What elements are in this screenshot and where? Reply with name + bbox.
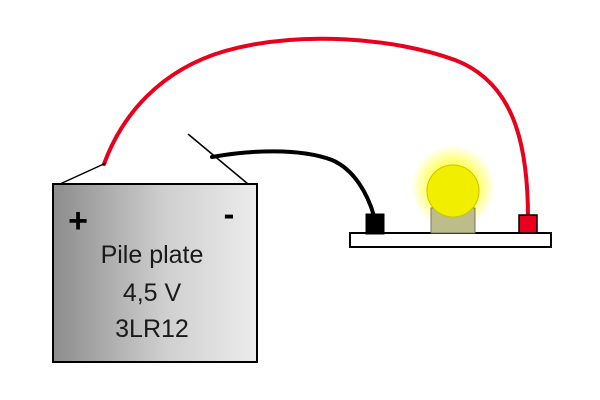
battery-plus-sign: +: [68, 202, 88, 240]
lit-bulb-icon: [411, 145, 495, 234]
positive-wire: [102, 36, 530, 220]
battery-positive-lug: [59, 162, 107, 185]
flat-battery-icon: + - Pile plate 4,5 V 3LR12: [52, 183, 258, 363]
bulb-glass: [426, 164, 480, 218]
battery-negative-lug: [187, 133, 249, 185]
battery-model: 3LR12: [115, 315, 189, 343]
battery-body: [52, 183, 258, 363]
battery-minus-sign: -: [224, 196, 235, 232]
lamp-board: [349, 232, 552, 248]
battery-name: Pile plate: [101, 241, 204, 269]
negative-terminal: [365, 213, 385, 235]
positive-terminal: [518, 214, 538, 234]
negative-wire: [210, 149, 376, 218]
battery-voltage: 4,5 V: [123, 279, 182, 307]
